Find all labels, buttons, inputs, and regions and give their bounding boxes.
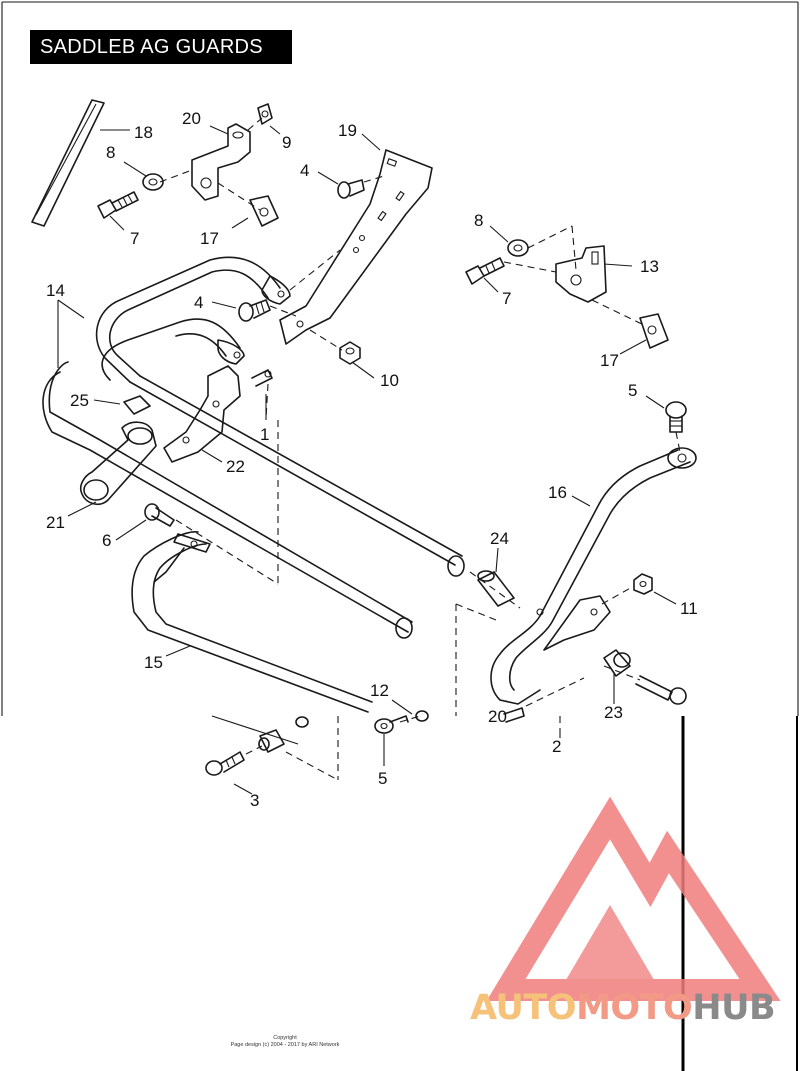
callout-4-lower: 4 (194, 293, 203, 312)
part-10-nut (339, 341, 361, 365)
callout-16: 16 (548, 483, 567, 502)
callout-19: 19 (338, 121, 357, 140)
callout-14: 14 (46, 281, 65, 300)
part-20-bracket (191, 123, 251, 201)
part-1-bolt (251, 369, 273, 387)
copyright-footer: Copyright Page design (c) 2004 - 2017 by… (200, 1035, 370, 1049)
part-13-bracket (555, 245, 607, 303)
part-long-bolt-right (635, 675, 687, 705)
part-17-clip-a (249, 195, 279, 227)
callout-13: 13 (640, 257, 659, 276)
watermark-auto: AUTO (470, 988, 577, 1028)
callout-17-right: 17 (600, 351, 619, 370)
part-4-bolt-b (238, 299, 271, 322)
callout-18: 18 (134, 123, 153, 142)
part-11-nut (633, 573, 653, 595)
callout-9: 9 (282, 133, 291, 152)
part-16-rail (490, 447, 697, 705)
copyright-line-2: Page design (c) 2004 - 2017 by ARI Netwo… (230, 1042, 340, 1048)
part-21-bracket (79, 421, 157, 506)
callout-21: 21 (46, 513, 65, 532)
page-title: SADDLEB AG GUARDS (30, 30, 292, 64)
callout-23: 23 (604, 703, 623, 722)
part-23-spacer (603, 649, 631, 677)
part-25-pad (123, 395, 151, 415)
callout-22: 22 (226, 457, 245, 476)
callout-10: 10 (380, 371, 399, 390)
part-5-bolt-a (665, 401, 687, 433)
watermark-moto: MOTO (576, 988, 693, 1028)
part-2-bolt (503, 707, 525, 723)
callout-7-right: 7 (502, 289, 511, 308)
callout-3: 3 (250, 791, 259, 810)
part-12-bolt (415, 710, 429, 722)
callout-2: 2 (552, 737, 561, 756)
part-5-bolt-b (374, 715, 409, 734)
callout-8-right: 8 (474, 211, 483, 230)
part-7-bolt-a (97, 191, 139, 219)
callout-7-left: 7 (130, 229, 139, 248)
watermark-brand: AUTOMOTOHUB (470, 988, 800, 1028)
callout-20-lower: 20 (488, 707, 507, 726)
watermark-logo (486, 796, 781, 1001)
part-18-strip (31, 99, 105, 227)
callout-15: 15 (144, 653, 163, 672)
part-15-guard (131, 531, 373, 713)
callout-24: 24 (490, 529, 509, 548)
assembly-lines (159, 117, 681, 781)
part-9-clip (257, 103, 273, 125)
callout-6: 6 (102, 531, 111, 550)
copyright-line-1: Copyright (273, 1035, 297, 1041)
callout-17-top: 17 (200, 229, 219, 248)
part-6-bolt (144, 503, 175, 527)
part-4-bolt-a (337, 179, 365, 199)
callout-11: 11 (680, 599, 698, 618)
part-sleeve-lower (211, 715, 309, 753)
page-title-text: SADDLEB AG GUARDS (40, 35, 263, 58)
part-3-bolt (205, 751, 245, 776)
leader-lines (57, 125, 677, 795)
part-17-clip-b (639, 313, 669, 349)
part-22-clamp (163, 365, 241, 463)
callout-1: 1 (260, 425, 269, 444)
part-7-bolt-b (465, 257, 505, 285)
part-8-washer-b (507, 239, 529, 257)
part-19-bracket (279, 149, 433, 345)
callout-8-left: 8 (106, 143, 115, 162)
part-24-spacer (477, 570, 515, 607)
callout-labels: 18 20 9 19 8 4 7 17 8 13 7 14 4 17 10 5 … (46, 109, 698, 810)
callout-20: 20 (182, 109, 201, 128)
callout-25: 25 (70, 391, 89, 410)
callout-4-top: 4 (300, 161, 309, 180)
callout-12: 12 (370, 681, 389, 700)
callout-5-top: 5 (628, 381, 637, 400)
callout-5-lower: 5 (378, 769, 387, 788)
part-14-guard (42, 256, 465, 639)
watermark-hub: HUB (692, 988, 776, 1028)
part-8-washer-a (142, 173, 164, 191)
